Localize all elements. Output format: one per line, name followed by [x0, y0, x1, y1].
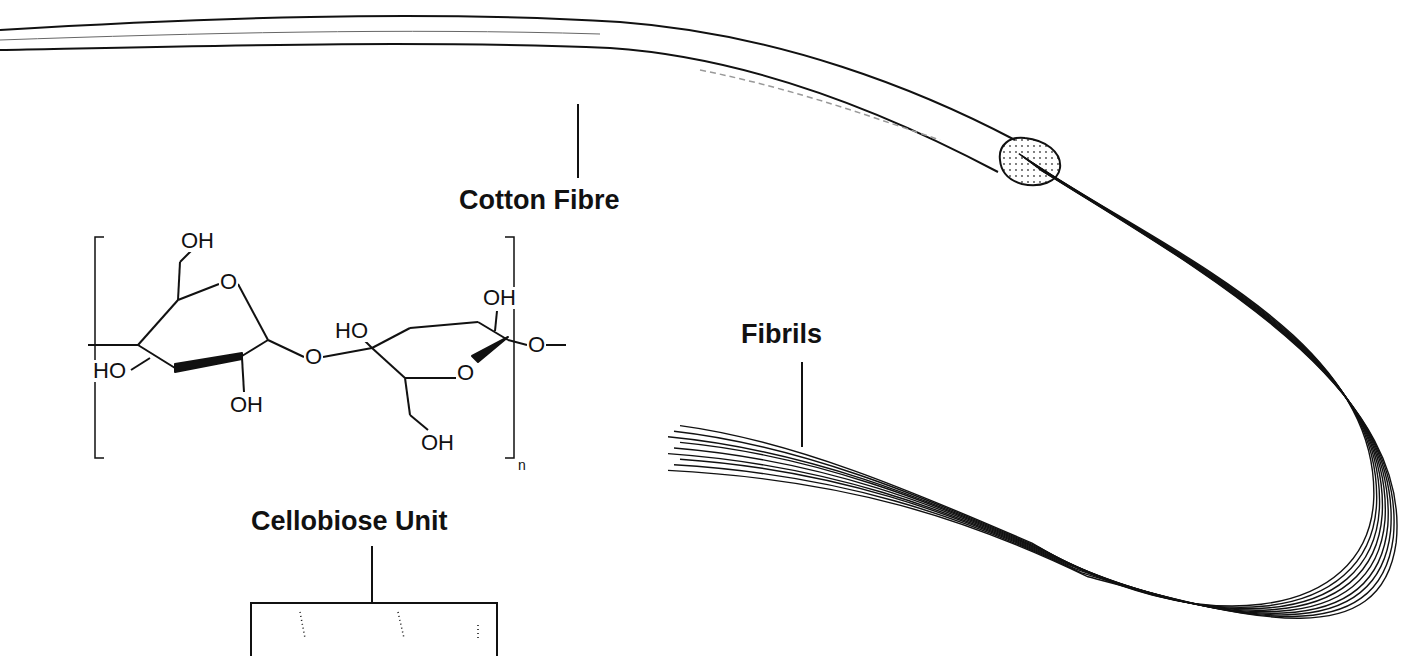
atom-label: HO	[334, 320, 369, 342]
atom-label: O	[527, 334, 546, 356]
fibril-strand	[668, 170, 1397, 618]
fibril-strand	[680, 160, 1382, 610]
fibrils-strands	[668, 154, 1397, 619]
subscript-label: n	[517, 458, 527, 472]
fibril-strand	[674, 156, 1377, 608]
atom-label: HO	[92, 360, 127, 382]
fibril-strand	[680, 166, 1391, 615]
fibril-strand	[668, 164, 1388, 613]
fibre-outline	[0, 16, 1015, 172]
fibril-strand	[674, 162, 1385, 612]
cellobiose-box	[251, 603, 497, 656]
atom-label: OH	[420, 432, 455, 454]
polymer-brackets	[95, 237, 514, 458]
atom-label: OH	[180, 230, 215, 252]
atom-label: O	[304, 346, 323, 368]
title-label: Fibrils	[740, 321, 823, 348]
atom-label: OH	[229, 394, 264, 416]
atom-label: O	[219, 271, 238, 293]
atom-label: O	[456, 362, 475, 384]
fibril-strand	[680, 154, 1374, 606]
atom-label: OH	[482, 287, 517, 309]
fibril-strand	[674, 168, 1394, 616]
title-label: Cellobiose Unit	[250, 508, 449, 535]
fibril-strand	[668, 158, 1380, 609]
cellobiose-structure	[88, 250, 566, 430]
title-label: Cotton Fibre	[458, 187, 620, 214]
